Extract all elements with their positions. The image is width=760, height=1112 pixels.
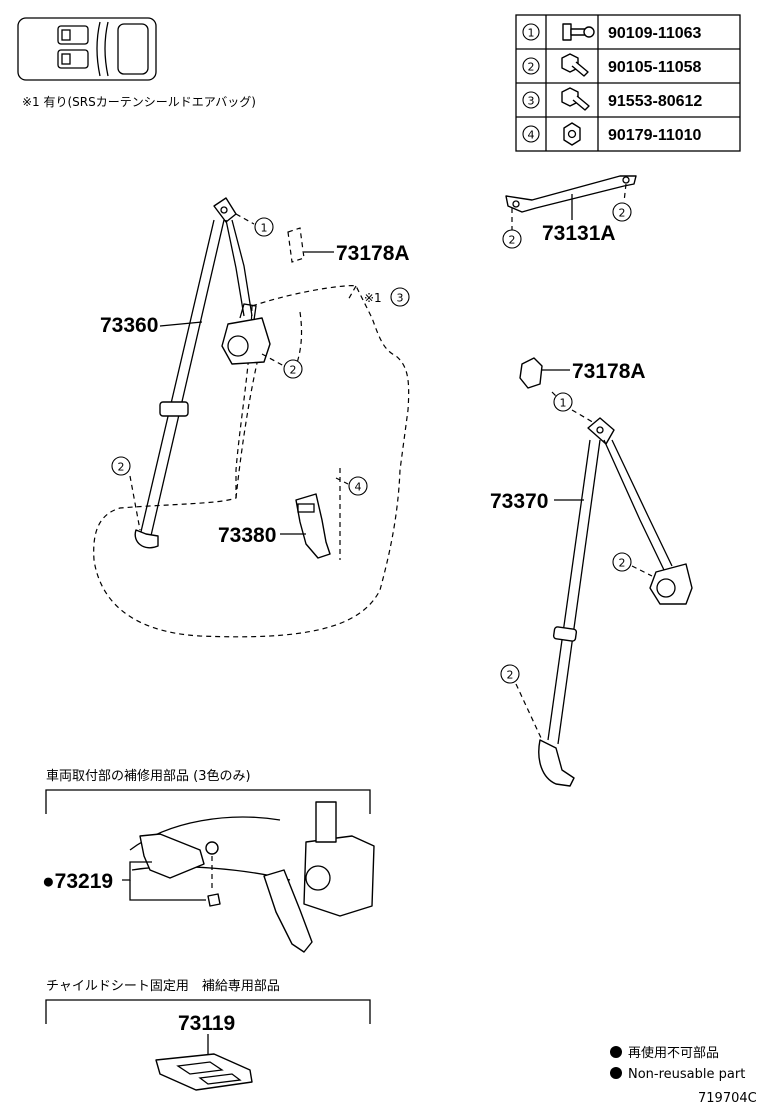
table-row-2: 2 90105-11058 bbox=[522, 53, 702, 77]
mark-note: ※1 bbox=[364, 291, 382, 305]
label-73380: 73380 bbox=[218, 524, 276, 547]
filled-dot-icon bbox=[610, 1067, 622, 1079]
callout-1 bbox=[254, 217, 274, 237]
ref-number: 4 bbox=[528, 129, 535, 142]
legend: 再使用不可部品 Non-reusable part bbox=[610, 1045, 745, 1082]
label-73178a-left: 73178A bbox=[336, 242, 410, 265]
label-73131a: 73131A bbox=[542, 222, 616, 245]
callout-number: 1 bbox=[560, 397, 567, 410]
ref-circle bbox=[522, 125, 540, 143]
table-row-3: 3 91553-80612 bbox=[522, 87, 702, 111]
part-number: 90179-11010 bbox=[608, 127, 702, 144]
seat-belt-73360 bbox=[134, 197, 271, 549]
shoulder-anchor bbox=[213, 197, 237, 223]
legend-jp: 再使用不可部品 bbox=[628, 1045, 719, 1061]
airbag-note: ※1 有り(SRSカーテンシールドエアバッグ) bbox=[22, 95, 256, 109]
callout-number: 1 bbox=[261, 222, 268, 235]
nut-icon bbox=[563, 122, 581, 146]
callout-1 bbox=[553, 392, 573, 412]
bracket-73131a bbox=[505, 175, 637, 213]
fastener-table: 1 90109-11063 2 90105-11058 3 9 bbox=[515, 14, 741, 152]
child-seat-anchor-73119 bbox=[155, 1053, 253, 1091]
callout-number: 3 bbox=[397, 292, 404, 305]
figure-id: 719704C bbox=[698, 1091, 757, 1106]
callout-2 bbox=[502, 229, 522, 249]
legend-en: Non-reusable part bbox=[628, 1067, 745, 1082]
ref-number: 1 bbox=[528, 27, 535, 40]
callout-number: 4 bbox=[355, 481, 362, 494]
table-row-1: 1 90109-11063 bbox=[522, 23, 702, 42]
lower-anchor bbox=[134, 529, 159, 549]
ref-circle bbox=[522, 57, 540, 75]
part-number: 90109-11063 bbox=[608, 25, 702, 42]
ref-circle bbox=[522, 23, 540, 41]
part-number: 91553-80612 bbox=[608, 93, 702, 110]
callout-number: 2 bbox=[619, 557, 626, 570]
label-73370: 73370 bbox=[490, 490, 548, 513]
label-73360: 73360 bbox=[100, 314, 158, 337]
ref-number: 3 bbox=[528, 95, 535, 108]
vehicle-door-icon bbox=[17, 17, 157, 81]
callout-number: 2 bbox=[507, 669, 514, 682]
label-73178a-right: 73178A bbox=[572, 360, 646, 383]
callout-number: 2 bbox=[290, 364, 297, 377]
callout-2 bbox=[612, 202, 632, 222]
table-row-4: 4 90179-11010 bbox=[522, 122, 702, 146]
retractor bbox=[649, 563, 693, 605]
callout-4 bbox=[348, 476, 368, 496]
callout-2 bbox=[612, 552, 632, 572]
clip-part bbox=[207, 893, 221, 907]
ref-number: 2 bbox=[528, 61, 535, 74]
clip-73178a-right bbox=[519, 357, 543, 389]
callout-3 bbox=[390, 287, 410, 307]
lower-anchor bbox=[538, 739, 575, 787]
bolt-flange-icon bbox=[561, 53, 589, 77]
bolt-icon bbox=[562, 23, 595, 41]
ref-circle bbox=[522, 91, 540, 109]
repair-parts-assembly bbox=[129, 801, 375, 953]
belt-tongue bbox=[552, 626, 578, 642]
callout-number: 2 bbox=[118, 461, 125, 474]
section-child-seat-title: チャイルドシート固定用 補給専用部品 bbox=[46, 979, 280, 994]
label-73119: 73119 bbox=[178, 1012, 235, 1035]
shoulder-anchor bbox=[587, 417, 615, 445]
section-repair-parts-title: 車両取付部の補修用部品 (3色のみ) bbox=[46, 768, 251, 784]
part-number: 90105-11058 bbox=[608, 59, 702, 76]
belt-tongue bbox=[159, 401, 189, 417]
bolt-washer-icon bbox=[561, 87, 590, 111]
callout-2 bbox=[500, 664, 520, 684]
callout-2 bbox=[111, 456, 131, 476]
label-73219: ●73219 bbox=[42, 870, 113, 893]
callout-2 bbox=[283, 359, 303, 379]
clip-73178a-left bbox=[287, 227, 305, 263]
clip-part bbox=[205, 841, 219, 855]
seat-belt-73370 bbox=[538, 417, 693, 787]
callout-number: 2 bbox=[619, 207, 626, 220]
callout-number: 2 bbox=[509, 234, 516, 247]
buckle-73380 bbox=[295, 493, 331, 559]
filled-dot-icon bbox=[610, 1046, 622, 1058]
